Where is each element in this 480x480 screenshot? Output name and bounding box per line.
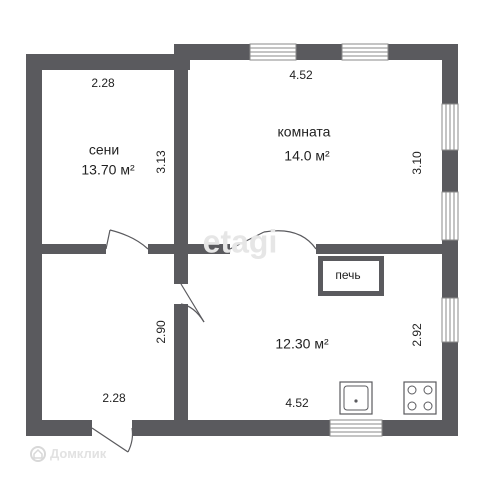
window-bottom	[329, 419, 383, 437]
window-top-right	[341, 43, 389, 61]
door-seni	[105, 229, 149, 250]
dim-komnata-top: 4.52	[289, 68, 313, 82]
watermark-corner: Домклик	[50, 446, 107, 461]
watermark-center: etagi	[203, 223, 278, 259]
dim-lower-left-side: 2.90	[154, 320, 168, 344]
sink	[339, 381, 373, 415]
window-right-1	[441, 103, 459, 151]
inner-walls	[26, 54, 446, 424]
window-right-2	[441, 191, 459, 241]
door-entrance	[91, 427, 134, 453]
seni-name: сени	[89, 142, 119, 158]
komnata-name: комната	[278, 124, 331, 140]
stove-label: печь	[335, 268, 360, 282]
dim-lower-right-side: 2.92	[410, 323, 424, 347]
door-komnata	[229, 230, 317, 250]
cooktop	[403, 381, 437, 415]
door-hall	[180, 283, 205, 323]
stove: печь	[318, 256, 384, 296]
komnata-area: 14.0 м²	[284, 148, 330, 164]
window-right-3	[441, 297, 459, 343]
domklik-logo	[30, 446, 46, 462]
window-top-left	[249, 43, 297, 61]
seni-area: 13.70 м²	[81, 162, 135, 178]
dim-seni-top: 2.28	[91, 76, 115, 90]
dim-lower-left-bottom: 2.28	[102, 391, 126, 405]
lower-right-area: 12.30 м²	[275, 336, 329, 352]
dim-lower-right-bottom: 4.52	[285, 396, 309, 410]
dim-seni-side: 3.13	[154, 150, 168, 174]
dim-komnata-side: 3.10	[410, 151, 424, 175]
